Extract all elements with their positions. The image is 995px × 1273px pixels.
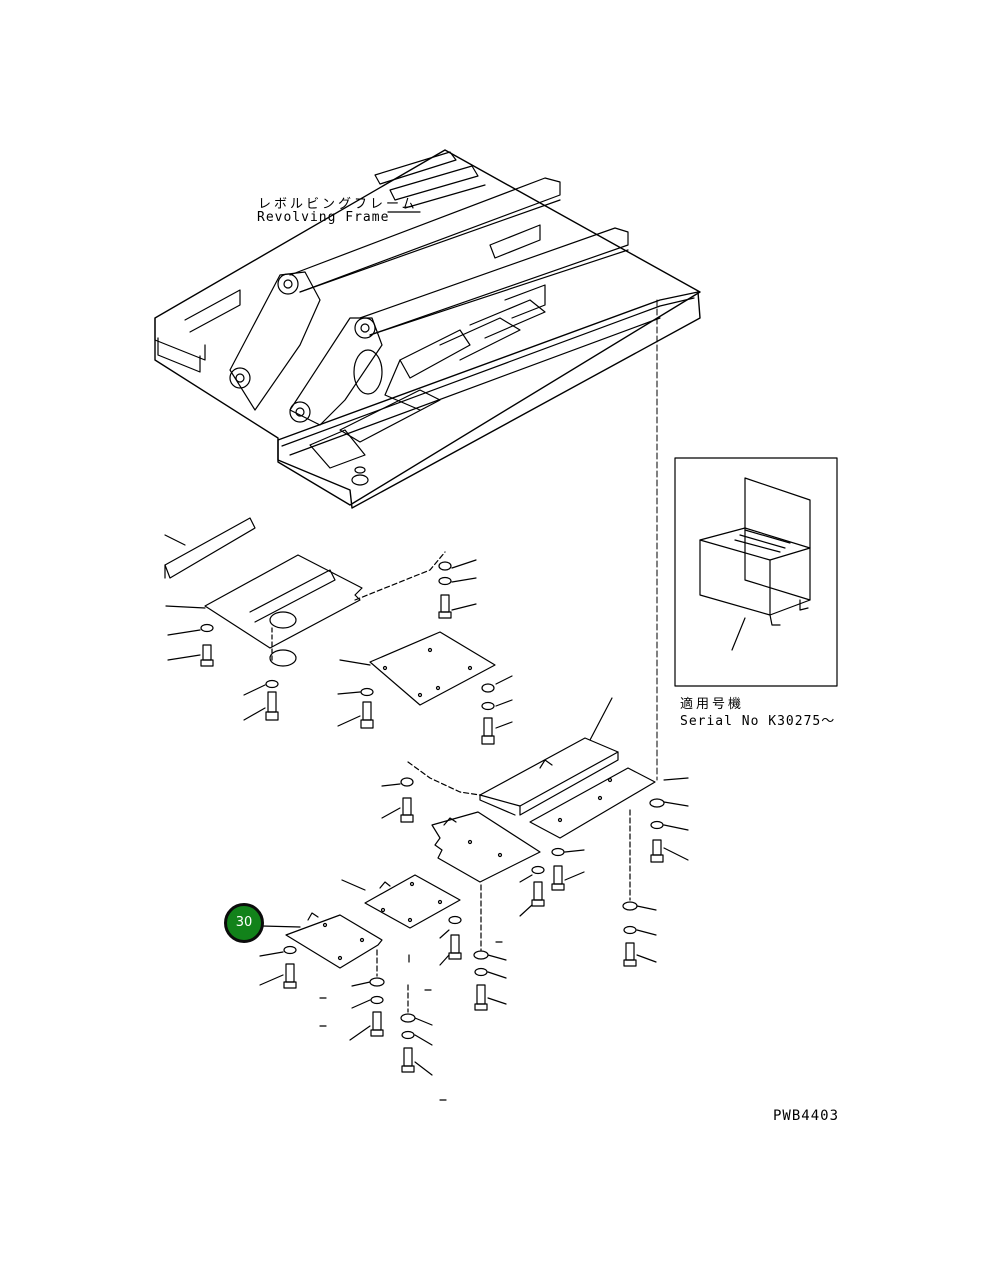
revolving-frame — [154, 149, 701, 781]
callout-badge-30[interactable]: 30 — [224, 903, 264, 943]
frame-label-en: Revolving Frame — [257, 210, 390, 225]
drawing-code: PWB4403 — [773, 1108, 840, 1124]
fasteners — [167, 559, 689, 1076]
detail-inset — [674, 457, 838, 687]
lower-cover-plate — [341, 874, 461, 929]
tick-marks — [319, 941, 503, 1101]
cover-plate-item-30 — [261, 912, 383, 969]
middle-cover-plate — [339, 631, 496, 706]
frame-label-jp: レボルビングフレーム — [258, 197, 418, 212]
upper-left-cover — [164, 517, 446, 667]
serial-label-en: Serial No K30275～ — [680, 714, 836, 729]
serial-label-jp: 適用号機 — [680, 697, 745, 712]
center-cover-plates — [407, 697, 656, 883]
